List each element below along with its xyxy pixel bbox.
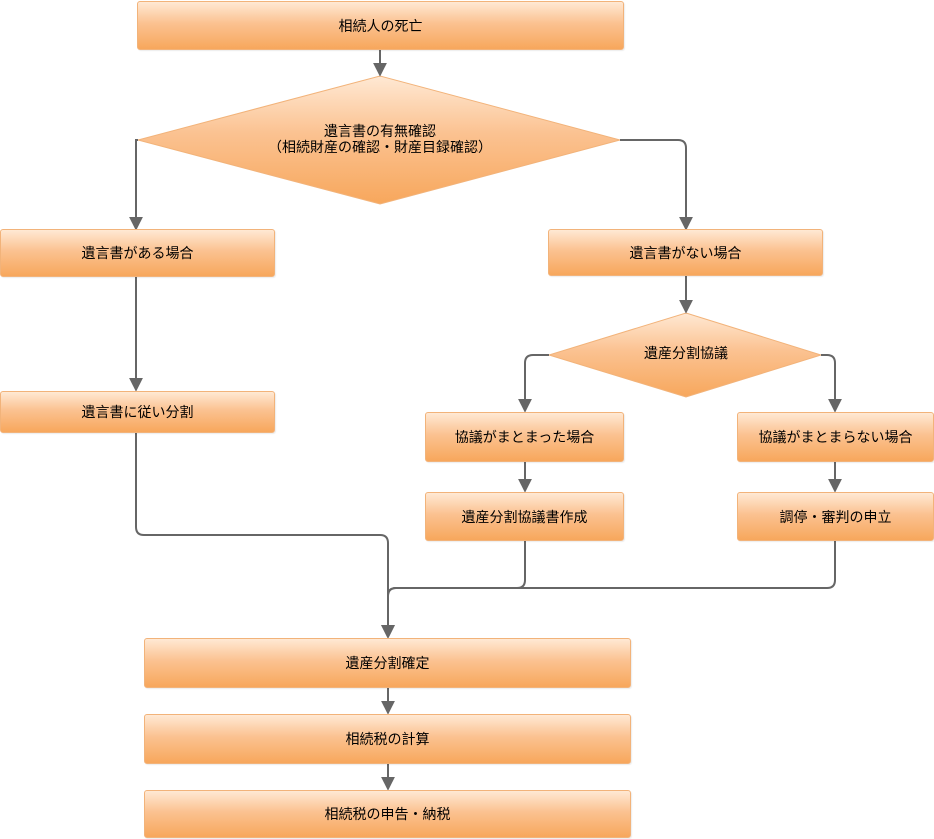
will-check-label: 遺言書の有無確認 （相続財産の確認・財産目録確認） xyxy=(220,124,540,156)
will-exists-node: 遺言書がある場合 xyxy=(0,229,275,277)
tax-filing-node: 相続税の申告・納税 xyxy=(144,790,631,838)
division-final-node: 遺産分割確定 xyxy=(144,638,631,688)
mediation-node: 調停・審判の申立 xyxy=(737,492,934,541)
connector-mediation-to-final xyxy=(381,541,836,639)
follow-will-node: 遺言書に従い分割 xyxy=(0,391,275,433)
will-check-label-line2: （相続財産の確認・財産目録確認） xyxy=(268,140,492,156)
division-negotiation-label: 遺産分割協議 xyxy=(644,346,728,362)
agreement-reached-node: 協議がまとまった場合 xyxy=(425,412,624,462)
will-check-label-line1: 遺言書の有無確認 xyxy=(324,124,436,140)
division-negotiation-diamond xyxy=(547,312,823,398)
death-node: 相続人の死亡 xyxy=(137,1,624,50)
connector-follow-to-final xyxy=(135,433,395,639)
agreement-not-reached-node: 協議がまとまらない場合 xyxy=(737,412,934,462)
create-agreement-doc-node: 遺産分割協議書作成 xyxy=(425,492,624,541)
connector-check-to-will-exists xyxy=(129,139,143,231)
will-check-diamond xyxy=(136,75,622,205)
no-will-node: 遺言書がない場合 xyxy=(548,229,823,276)
connector-check-to-no-will xyxy=(620,139,693,231)
connector-negotiation-to-not-reached xyxy=(821,354,842,413)
connector-negotiation-to-reached xyxy=(518,354,549,413)
tax-calc-node: 相続税の計算 xyxy=(144,714,631,764)
